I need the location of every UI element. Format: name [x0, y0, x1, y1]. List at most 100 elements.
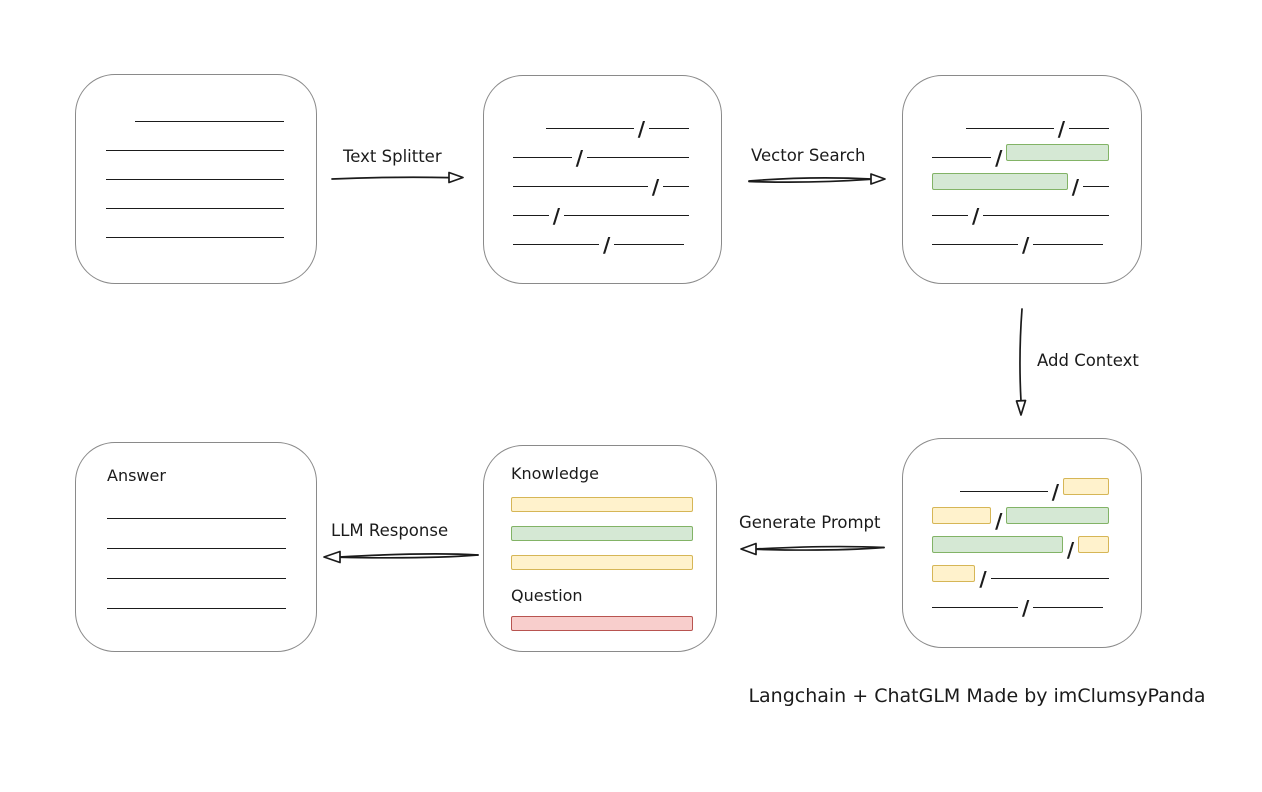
slash-separator: /	[1051, 480, 1059, 504]
chunk-row: /	[932, 492, 1109, 531]
chunk-row	[107, 489, 316, 519]
text-line	[649, 128, 689, 129]
slash-separator: /	[1022, 233, 1030, 257]
chunk-row: /	[513, 158, 689, 197]
chunk-row	[107, 579, 316, 609]
source-document-lines	[76, 75, 316, 238]
chunk-row: /	[932, 216, 1109, 255]
text-line	[106, 208, 284, 209]
add-context-label: Add Context	[1037, 351, 1139, 370]
green-chunk	[932, 173, 1068, 190]
chunk-row	[107, 549, 316, 579]
chunk-row	[106, 151, 284, 180]
slash-separator: /	[971, 204, 980, 228]
vector-search-arrow	[748, 173, 886, 185]
text-line	[932, 157, 992, 158]
text-line	[1069, 128, 1109, 129]
chunk-row	[106, 209, 284, 238]
yellow-chunk	[932, 507, 992, 524]
yellow-bar	[511, 555, 693, 570]
prompt-box: Knowledge Question	[483, 445, 717, 652]
context-chunks-rows: /////	[903, 439, 1141, 618]
green-chunk	[1006, 507, 1109, 524]
search-results-box: / / / / /	[902, 75, 1142, 284]
slash-separator: /	[979, 567, 987, 591]
yellow-chunk	[1078, 536, 1109, 553]
text-line	[959, 491, 1048, 492]
chunk-row: /	[513, 100, 689, 139]
add-context-arrow	[1015, 308, 1027, 416]
text-line	[965, 128, 1054, 129]
answer-lines	[107, 489, 316, 609]
split-chunks-rows: / / / / /	[484, 76, 721, 255]
text-line	[107, 518, 286, 519]
text-splitter-arrow	[331, 171, 464, 184]
search-results-rows: / / / / /	[903, 76, 1141, 255]
chunk-row: /	[932, 129, 1109, 168]
text-line	[106, 237, 284, 238]
slash-separator: /	[995, 509, 1003, 533]
chunk-row: /	[932, 579, 1109, 618]
yellow-chunk	[932, 565, 976, 582]
text-line	[932, 244, 1018, 245]
question-bars	[511, 616, 716, 631]
caption: Langchain + ChatGLM Made by imClumsyPand…	[748, 685, 1206, 707]
text-line	[106, 150, 284, 151]
text-line	[990, 578, 1109, 579]
chunk-row: /	[932, 550, 1109, 589]
text-line	[614, 244, 685, 245]
chunk-row	[106, 93, 284, 122]
text-line	[135, 121, 284, 122]
prompt-box-content: Knowledge Question	[484, 446, 716, 631]
llm-response-arrow	[323, 550, 479, 564]
text-line	[107, 608, 286, 609]
yellow-chunk	[1063, 478, 1109, 495]
chunk-row: /	[932, 187, 1109, 226]
text-line	[513, 157, 572, 158]
slash-separator: /	[603, 233, 611, 257]
text-line	[107, 548, 286, 549]
slash-separator: /	[1066, 538, 1075, 562]
slash-separator: /	[651, 175, 660, 199]
slash-separator: /	[1057, 117, 1065, 141]
chunk-row: /	[932, 100, 1109, 139]
slash-separator: /	[552, 204, 561, 228]
text-line	[106, 179, 284, 180]
split-chunks-box: / / / / /	[483, 75, 722, 284]
slash-separator: /	[995, 146, 1003, 170]
generate-prompt-arrow	[740, 542, 885, 556]
answer-box-content: Answer	[76, 443, 316, 609]
knowledge-bars	[511, 497, 716, 570]
chunk-row: /	[513, 187, 689, 226]
text-line	[1083, 186, 1109, 187]
green-bar	[511, 526, 693, 541]
context-chunks-box: /////	[902, 438, 1142, 648]
chunk-row: /	[513, 129, 689, 168]
answer-box: Answer	[75, 442, 317, 652]
text-line	[564, 215, 689, 216]
text-line	[663, 186, 689, 187]
text-line	[983, 215, 1109, 216]
text-line	[513, 244, 599, 245]
chunk-row: /	[932, 158, 1109, 197]
text-line	[1033, 244, 1104, 245]
generate-prompt-label: Generate Prompt	[739, 513, 881, 532]
green-chunk	[1006, 144, 1109, 161]
chunk-row: /	[932, 521, 1109, 560]
question-label: Question	[511, 586, 583, 605]
yellow-bar	[511, 497, 693, 512]
text-line	[932, 215, 968, 216]
chunk-row: /	[513, 216, 689, 255]
text-splitter-label: Text Splitter	[343, 147, 442, 166]
text-line	[587, 157, 689, 158]
answer-label: Answer	[107, 466, 166, 485]
text-line	[107, 578, 286, 579]
source-document-box	[75, 74, 317, 284]
llm-response-label: LLM Response	[331, 521, 449, 540]
knowledge-label: Knowledge	[511, 464, 599, 483]
slash-separator: /	[575, 146, 584, 170]
text-line	[513, 215, 549, 216]
slash-separator: /	[1071, 175, 1080, 199]
chunk-row	[106, 180, 284, 209]
